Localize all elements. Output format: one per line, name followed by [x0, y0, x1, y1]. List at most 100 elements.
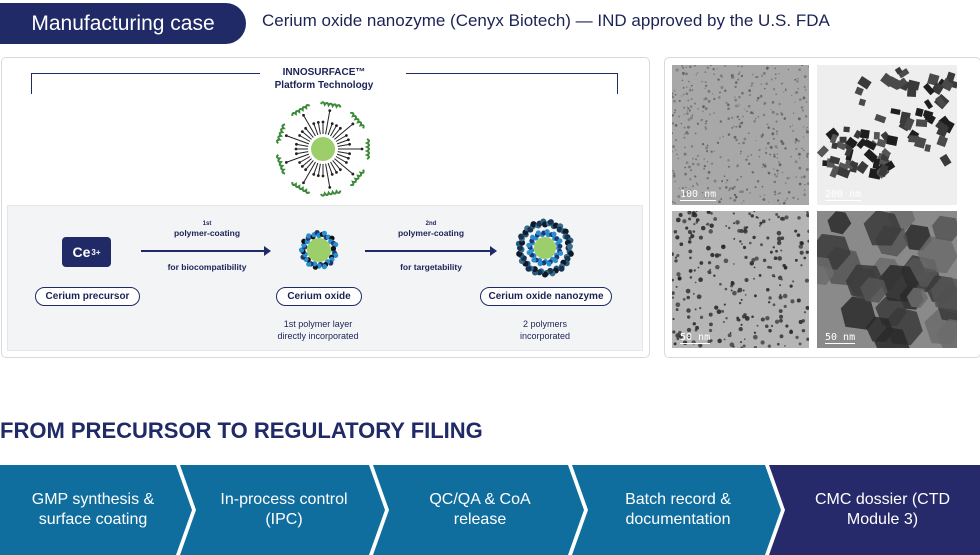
spoke: [336, 153, 348, 159]
tem-speck: [753, 346, 757, 348]
tem-speck: [672, 278, 674, 282]
spoke: [287, 135, 310, 145]
scale-bar-label: 50 nm: [825, 332, 856, 344]
tem-crystal: [940, 79, 954, 92]
tem-speck: [682, 193, 684, 196]
tem-speck: [691, 145, 694, 148]
tem-speck: [743, 137, 747, 141]
tem-speck: [763, 194, 766, 196]
tem-speck: [695, 211, 698, 213]
tem-speck: [708, 194, 712, 198]
tem-speck: [672, 145, 675, 148]
spoke-end: [304, 126, 308, 130]
tem-speck: [765, 315, 770, 321]
tem-speck: [758, 155, 761, 158]
tem-speck: [674, 259, 678, 263]
tem-speck: [738, 326, 743, 332]
tem-speck: [780, 140, 783, 143]
tem-speck: [741, 243, 743, 245]
tem-speck: [794, 141, 797, 144]
tem-speck: [701, 192, 704, 194]
tem-speck: [727, 117, 731, 120]
tem-speck: [795, 176, 797, 178]
polymer-bead: [546, 261, 552, 267]
tem-speck: [723, 175, 726, 178]
tem-crystal: [844, 146, 853, 157]
tem-speck: [739, 152, 742, 155]
tem-speck: [748, 241, 752, 245]
pipeline-step-3-line1: QC/QA & CoA: [429, 491, 531, 508]
tem-speck: [738, 118, 741, 121]
tem-speck: [776, 157, 779, 159]
tem-speck: [808, 66, 809, 68]
tem-speck: [744, 277, 749, 283]
tem-speck: [787, 68, 790, 70]
tem-speck: [794, 160, 798, 164]
tem-speck: [745, 158, 748, 161]
title-badge: Manufacturing case: [0, 3, 246, 44]
spoke: [337, 143, 349, 147]
polymer-tuft: [350, 111, 365, 129]
tem-speck: [755, 76, 758, 78]
tem-speck: [803, 256, 807, 260]
spoke: [305, 160, 314, 170]
polymer-bead: [321, 230, 328, 236]
tem-speck: [806, 152, 809, 156]
tem-speck: [778, 72, 780, 75]
tem-speck: [725, 317, 728, 320]
tem-speck: [675, 217, 681, 223]
tem-speck: [731, 187, 735, 190]
tem-speck: [748, 162, 751, 166]
spoke: [305, 128, 314, 138]
spoke: [330, 126, 337, 137]
spoke-end: [321, 174, 325, 178]
tem-speck: [690, 234, 695, 239]
tem-speck: [727, 107, 730, 111]
tem-speck: [776, 113, 779, 116]
polymer-tuft: [364, 138, 370, 160]
tem-speck: [704, 71, 707, 74]
tem-speck: [682, 86, 685, 89]
step1-arrow: [141, 246, 271, 256]
tem-speck: [701, 143, 705, 146]
tem-speck: [696, 294, 702, 300]
tem-speck: [710, 212, 713, 215]
spoke-end: [302, 181, 305, 185]
tem-speck: [710, 162, 714, 165]
tem-crystal: [890, 108, 901, 115]
tem-speck: [678, 213, 683, 217]
tem-speck: [686, 86, 688, 88]
tem-crystal: [876, 138, 887, 148]
tem-speck: [738, 103, 740, 105]
tem-speck: [743, 229, 748, 234]
tem-speck: [734, 96, 736, 99]
tem-image-3: 50 nm: [672, 211, 809, 348]
spoke-end: [335, 124, 338, 128]
tem-speck: [734, 81, 738, 84]
spoke: [330, 161, 337, 172]
tem-speck: [721, 244, 726, 250]
spoke: [317, 163, 321, 175]
tem-speck: [738, 96, 741, 99]
tem-speck: [777, 173, 779, 175]
tem-speck: [780, 216, 784, 221]
tem-speck: [773, 190, 777, 194]
tem-speck: [754, 294, 757, 298]
tem-speck: [774, 73, 777, 76]
tem-speck: [774, 77, 777, 80]
tem-speck: [806, 101, 808, 103]
tem-speck: [802, 175, 806, 179]
tem-speck: [675, 302, 681, 308]
polymer-tuft: [291, 182, 311, 194]
tem-texture: [672, 65, 809, 205]
spoke: [334, 124, 353, 140]
tem-speck: [786, 197, 789, 200]
tem-speck: [688, 217, 692, 221]
tem-speck: [792, 196, 795, 199]
tem-speck: [674, 109, 677, 112]
tem-speck: [711, 93, 714, 95]
polymer-layer-1: [298, 230, 339, 270]
tem-speck: [742, 245, 747, 250]
tem-speck: [802, 149, 805, 152]
